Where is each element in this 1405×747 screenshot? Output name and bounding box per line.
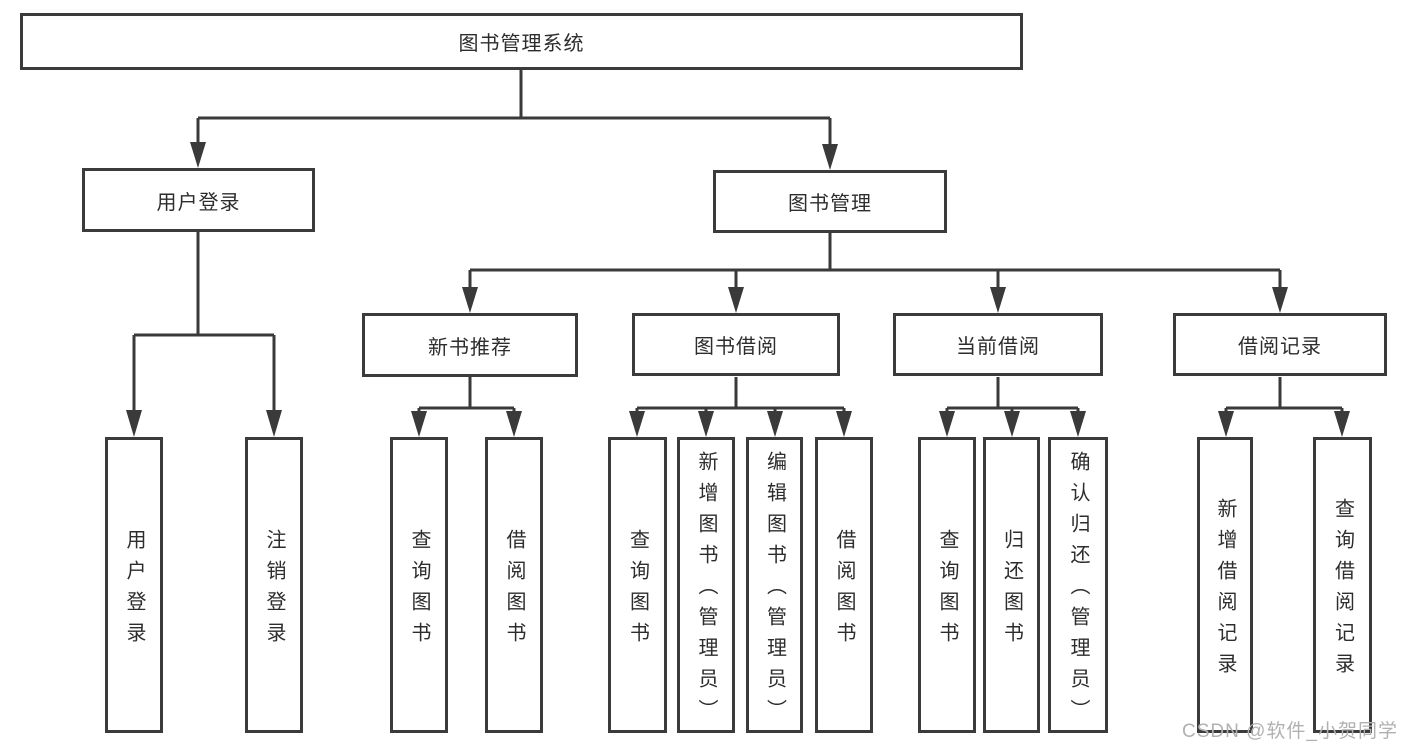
leaf-br-add-record-label: 新增借阅记录 <box>1214 497 1236 684</box>
node-book-mgmt: 图书管理 <box>713 170 947 233</box>
node-current-borrow-label: 当前借阅 <box>956 336 1040 358</box>
connector-root-to-level2 <box>190 70 838 170</box>
leaf-bb-add-book-admin: 新增图书（管理员） <box>677 437 735 733</box>
leaf-cb-query-book-label: 查询图书 <box>936 528 958 653</box>
node-root-label: 图书管理系统 <box>458 33 585 55</box>
leaf-br-add-record: 新增借阅记录 <box>1197 437 1253 733</box>
leaf-bb-edit-book-admin: 编辑图书（管理员） <box>746 437 803 733</box>
connector-book-borrow-to-leaves <box>629 377 852 437</box>
leaf-br-query-record: 查询借阅记录 <box>1313 437 1372 733</box>
leaf-bb-add-book-admin-label: 新增图书（管理员） <box>695 451 717 730</box>
leaf-rec-query-book-label: 查询图书 <box>408 528 430 653</box>
node-new-book-rec-label: 新书推荐 <box>428 336 512 359</box>
leaf-rec-query-book: 查询图书 <box>390 437 448 733</box>
node-borrow-record-label: 借阅记录 <box>1238 336 1322 358</box>
connector-book-mgmt-to-level3 <box>462 233 1288 313</box>
leaf-bb-borrow-book-label: 借阅图书 <box>833 528 855 653</box>
node-user-login: 用户登录 <box>82 168 315 232</box>
connector-user-login-to-leaves <box>126 232 282 437</box>
leaf-cb-query-book: 查询图书 <box>918 437 976 733</box>
connector-current-borrow-to-leaves <box>939 377 1086 437</box>
node-book-borrow: 图书借阅 <box>632 313 840 376</box>
node-book-borrow-label: 图书借阅 <box>694 336 778 358</box>
leaf-logout-login: 注销登录 <box>245 437 303 733</box>
node-borrow-record: 借阅记录 <box>1173 313 1387 376</box>
leaf-rec-borrow-book: 借阅图书 <box>485 437 543 733</box>
leaf-cb-return-book: 归还图书 <box>983 437 1040 733</box>
leaf-cb-confirm-return-admin: 确认归还（管理员） <box>1048 437 1108 733</box>
leaf-bb-borrow-book: 借阅图书 <box>815 437 873 733</box>
node-current-borrow: 当前借阅 <box>893 313 1103 376</box>
leaf-cb-confirm-return-admin-label: 确认归还（管理员） <box>1067 451 1089 730</box>
leaf-cb-return-book-label: 归还图书 <box>1000 528 1023 653</box>
csdn-watermark: CSDN @软件_小贺同学 <box>1182 721 1398 742</box>
node-root: 图书管理系统 <box>20 13 1023 70</box>
node-book-mgmt-label: 图书管理 <box>788 193 872 215</box>
leaf-br-query-record-label: 查询借阅记录 <box>1331 497 1354 684</box>
leaf-user-login: 用户登录 <box>105 437 163 733</box>
leaf-bb-query-book: 查询图书 <box>608 437 667 733</box>
leaf-rec-borrow-book-label: 借阅图书 <box>503 528 525 653</box>
connector-new-book-rec-to-leaves <box>411 377 522 437</box>
leaf-bb-edit-book-admin-label: 编辑图书（管理员） <box>763 451 786 730</box>
leaf-logout-login-label: 注销登录 <box>263 528 285 653</box>
node-new-book-rec: 新书推荐 <box>362 313 578 377</box>
leaf-user-login-label: 用户登录 <box>123 528 145 653</box>
connector-borrow-record-to-leaves <box>1218 377 1350 437</box>
node-user-login-label: 用户登录 <box>156 191 241 214</box>
leaf-bb-query-book-label: 查询图书 <box>626 528 649 653</box>
